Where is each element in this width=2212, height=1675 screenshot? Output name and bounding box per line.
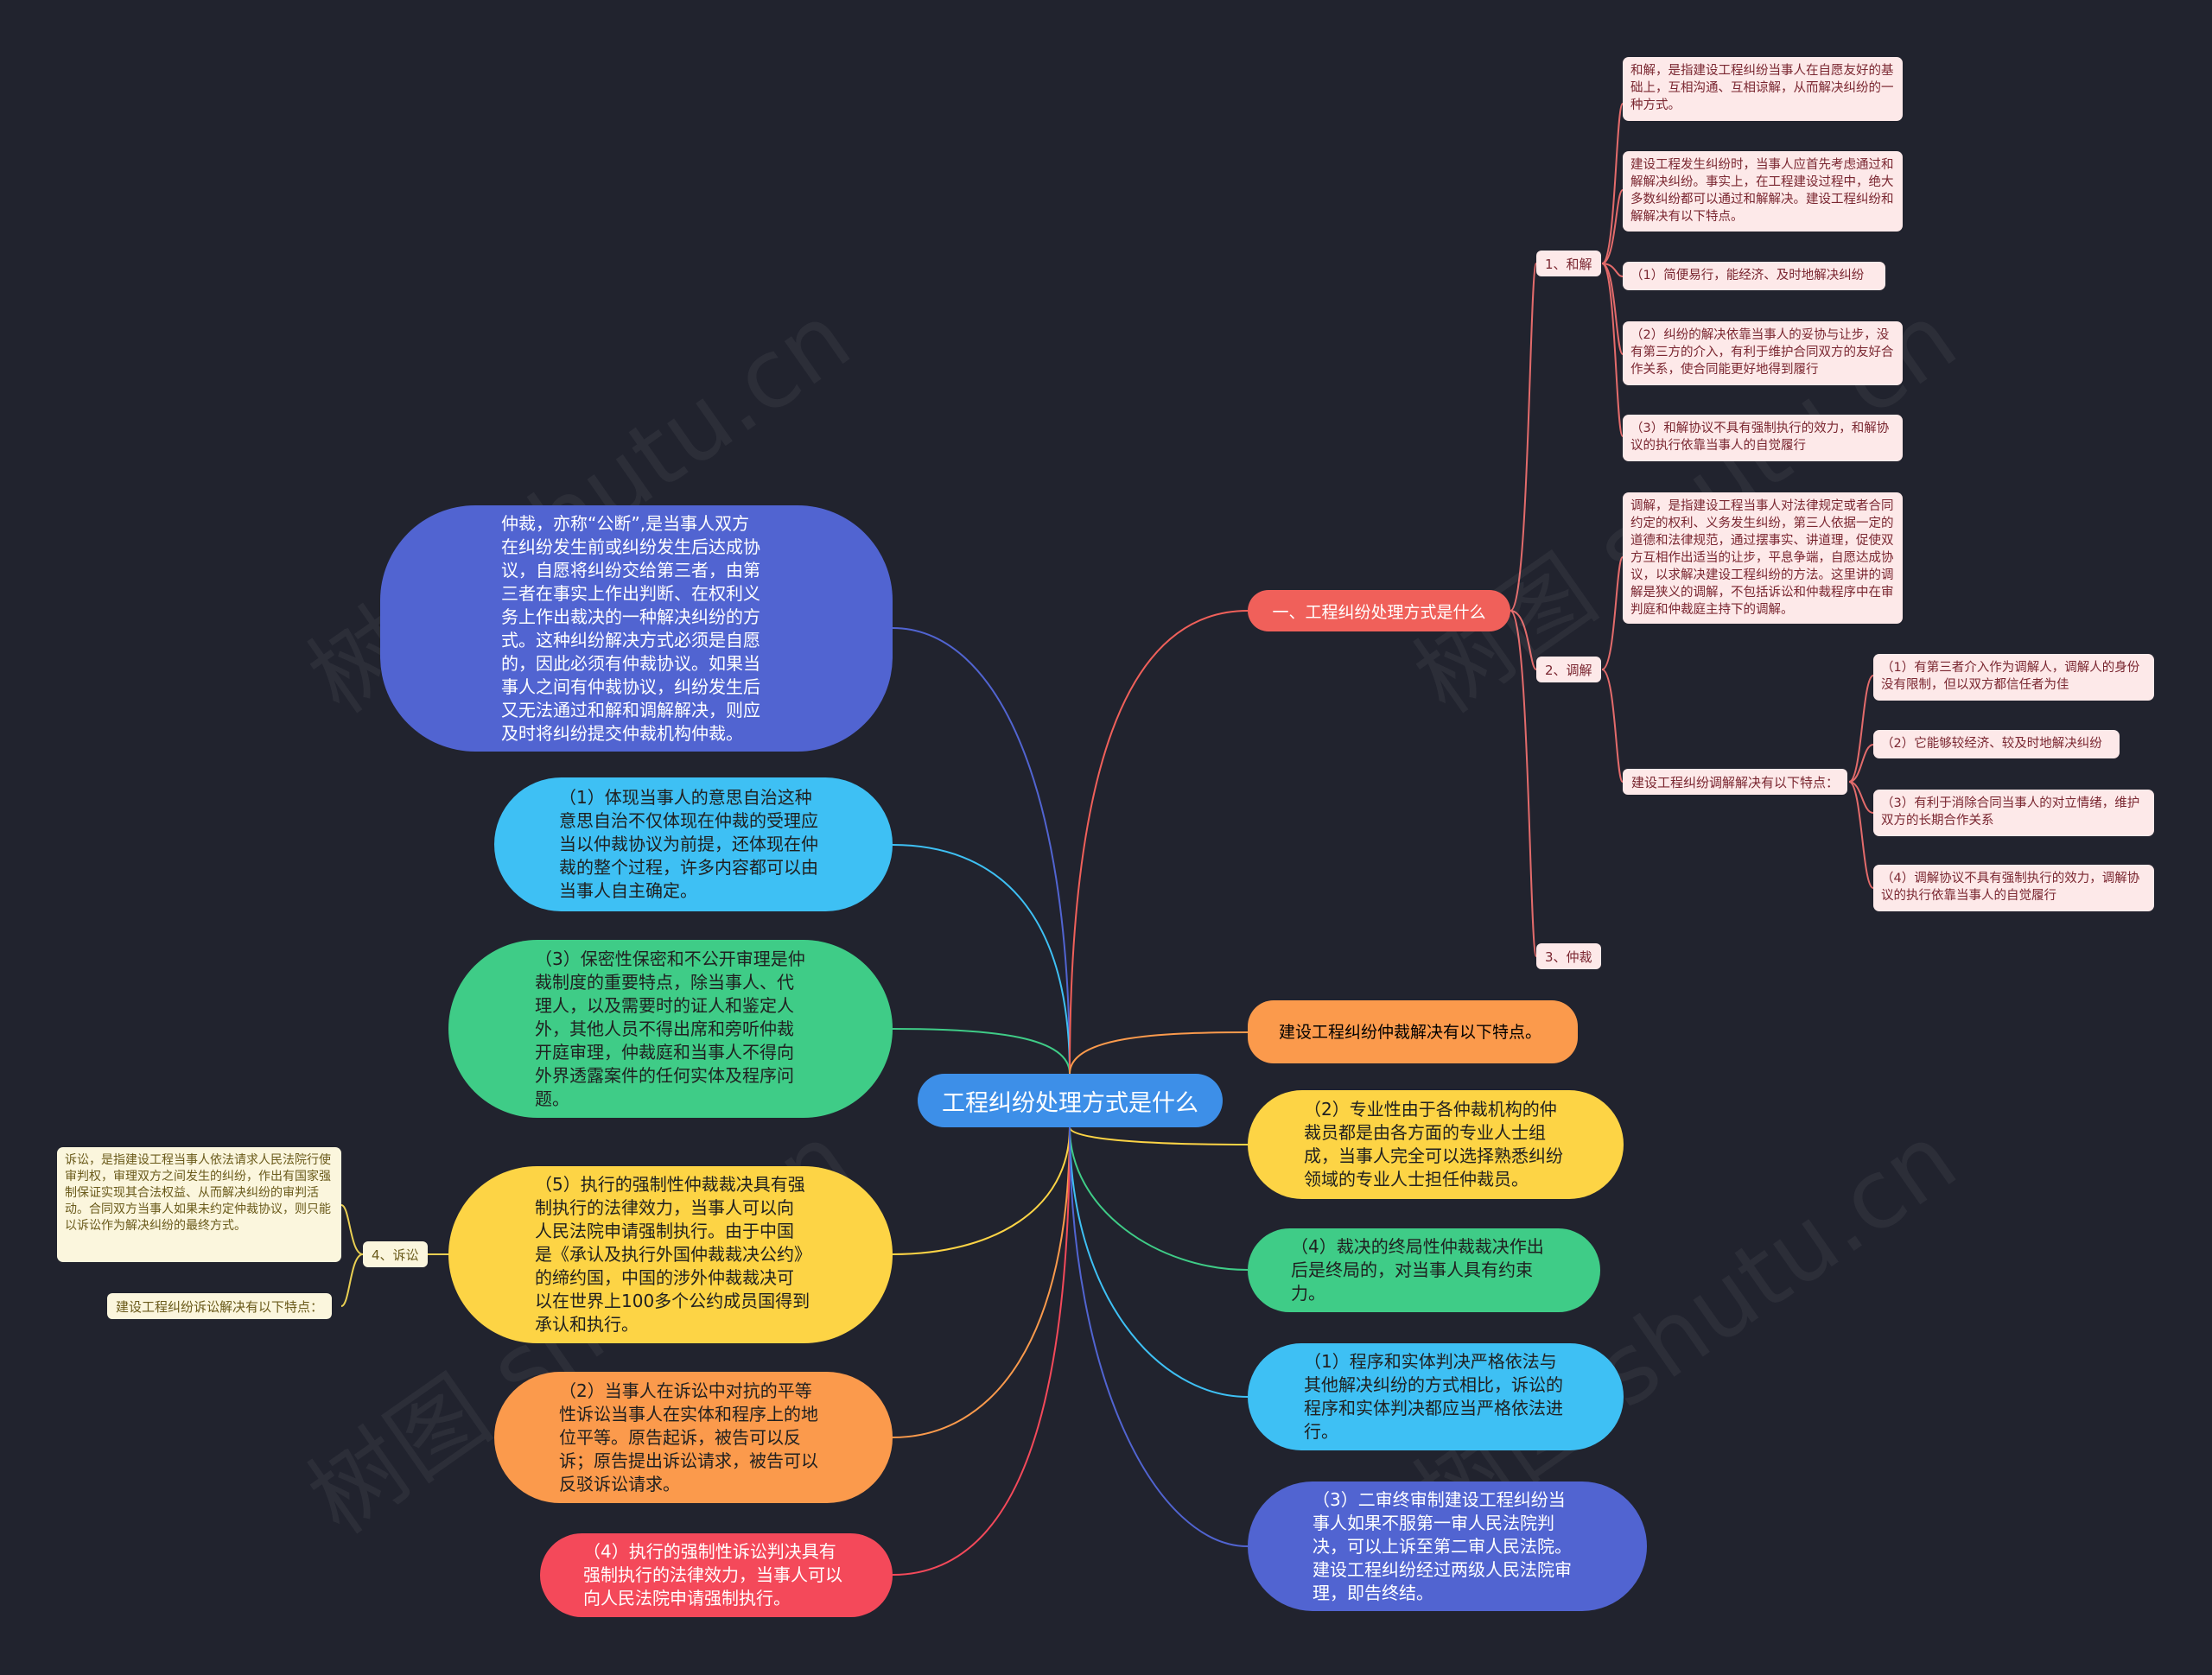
- link-branch1: [1069, 610, 1249, 1075]
- node-text: （4）执行的强制性诉讼判决具有强制执行的法律效力，当事人可以向人民法院申请强制执…: [583, 1541, 842, 1608]
- link-arbitration-def: [892, 627, 1071, 1075]
- node-text: 仲裁，亦称“公断”,是当事人双方在纠纷发生前或纠纷发生后达成协议，自愿将纠纷交给…: [501, 512, 760, 744]
- link-autonomy: [892, 844, 1071, 1075]
- node-conciliation-definition[interactable]: 和解，是指建设工程纠纷当事人在自愿友好的基础上，互相沟通、互相谅解，从而解决纠纷…: [1623, 57, 1903, 121]
- node-text: （5）执行的强制性仲裁裁决具有强制执行的法律效力，当事人可以向人民法院申请强制执…: [535, 1174, 810, 1335]
- node-mediation-feature-2[interactable]: （2）它能够较经济、较及时地解决纠纷: [1873, 730, 2120, 758]
- link-equality: [892, 1126, 1071, 1438]
- link-enforce-arb: [892, 1126, 1071, 1255]
- node-mediation-label[interactable]: 2、调解: [1536, 657, 1601, 682]
- node-litigation-features-label[interactable]: 建设工程纠纷诉讼解决有以下特点：: [107, 1293, 333, 1319]
- node-section-one[interactable]: 一、工程纠纷处理方式是什么: [1248, 590, 1510, 631]
- node-text: （3）保密性保密和不公开审理是仲裁制度的重要特点，除当事人、代理人，以及需要时的…: [535, 948, 805, 1109]
- link-professional: [1069, 1126, 1249, 1145]
- node-text: （4）裁决的终局性仲裁裁决作出后是终局的，对当事人具有约束力。: [1291, 1236, 1544, 1304]
- node-finality[interactable]: （4）裁决的终局性仲裁裁决作出后是终局的，对当事人具有约束力。: [1248, 1228, 1600, 1312]
- link-procedure: [1069, 1126, 1249, 1398]
- node-two-instance[interactable]: （3）二审终审制建设工程纠纷当事人如果不服第一审人民法院判决，可以上诉至第二审人…: [1248, 1481, 1647, 1611]
- node-arbitration-features[interactable]: 建设工程纠纷仲裁解决有以下特点。: [1248, 1000, 1578, 1063]
- node-text: 建设工程纠纷仲裁解决有以下特点。: [1279, 1022, 1542, 1042]
- node-conciliation-feature-2[interactable]: （2）纠纷的解决依靠当事人的妥协与让步，没有第三方的介入，有利于维护合同双方的友…: [1623, 321, 1903, 385]
- node-mediation-feature-1[interactable]: （1）有第三者介入作为调解人，调解人的身份没有限制，但以双方都信任者为佳: [1873, 654, 2154, 701]
- node-arbitration-label[interactable]: 3、仲裁: [1536, 943, 1601, 969]
- link-two-instance: [1069, 1126, 1249, 1547]
- link-confidential: [892, 1028, 1071, 1075]
- node-text: （3）二审终审制建设工程纠纷当事人如果不服第一审人民法院判决，可以上诉至第二审人…: [1313, 1488, 1572, 1603]
- node-confidentiality[interactable]: （3）保密性保密和不公开审理是仲裁制度的重要特点，除当事人、代理人，以及需要时的…: [448, 940, 893, 1118]
- node-conciliation-feature-3[interactable]: （3）和解协议不具有强制执行的效力，和解协议的执行依靠当事人的自觉履行: [1623, 415, 1903, 461]
- node-enforceability-arbitration[interactable]: （5）执行的强制性仲裁裁决具有强制执行的法律效力，当事人可以向人民法院申请强制执…: [448, 1166, 893, 1343]
- node-mediation-definition[interactable]: 调解，是指建设工程当事人对法律规定或者合同约定的权利、义务发生纠纷，第三人依据一…: [1623, 492, 1903, 624]
- node-litigation-definition[interactable]: 诉讼，是指建设工程当事人依法请求人民法院行使审判权，审理双方之间发生的纠纷，作出…: [57, 1147, 341, 1262]
- link-arb-features: [1069, 1031, 1249, 1075]
- node-conciliation-intro[interactable]: 建设工程发生纠纷时，当事人应首先考虑通过和解解决纠纷。事实上，在工程建设过程中，…: [1623, 151, 1903, 232]
- link-enforce-lit: [892, 1126, 1071, 1576]
- node-text: （2）当事人在诉讼中对抗的平等性诉讼当事人在实体和程序上的地位平等。原告起诉，被…: [559, 1380, 818, 1494]
- node-text: （1）体现当事人的意思自治这种意思自治不仅体现在仲裁的受理应当以仲裁协议为前提，…: [559, 787, 818, 901]
- node-professionalism[interactable]: （2）专业性由于各仲裁机构的仲裁员都是由各方面的专业人士组成，当事人完全可以选择…: [1248, 1090, 1624, 1199]
- node-mediation-feature-4[interactable]: （4）调解协议不具有强制执行的效力，调解协议的执行依靠当事人的自觉履行: [1873, 865, 2154, 911]
- central-topic[interactable]: 工程纠纷处理方式是什么: [918, 1074, 1223, 1127]
- node-conciliation-label[interactable]: 1、和解: [1536, 251, 1601, 276]
- node-mediation-features-label[interactable]: 建设工程纠纷调解解决有以下特点：: [1623, 769, 1848, 795]
- node-mediation-feature-3[interactable]: （3）有利于消除合同当事人的对立情绪，维护双方的长期合作关系: [1873, 790, 2154, 836]
- node-autonomy[interactable]: （1）体现当事人的意思自治这种意思自治不仅体现在仲裁的受理应当以仲裁协议为前提，…: [494, 777, 893, 911]
- node-enforceability-litigation[interactable]: （4）执行的强制性诉讼判决具有强制执行的法律效力，当事人可以向人民法院申请强制执…: [540, 1533, 893, 1617]
- node-conciliation-feature-1[interactable]: （1）简便易行，能经济、及时地解决纠纷: [1623, 262, 1885, 290]
- node-arbitration-definition[interactable]: 仲裁，亦称“公断”,是当事人双方在纠纷发生前或纠纷发生后达成协议，自愿将纠纷交给…: [380, 505, 893, 752]
- node-litigation-label[interactable]: 4、诉讼: [363, 1241, 428, 1267]
- node-litigation-equality[interactable]: （2）当事人在诉讼中对抗的平等性诉讼当事人在实体和程序上的地位平等。原告起诉，被…: [494, 1372, 893, 1503]
- node-text: （2）专业性由于各仲裁机构的仲裁员都是由各方面的专业人士组成，当事人完全可以选择…: [1304, 1099, 1563, 1190]
- node-text: （1）程序和实体判决严格依法与其他解决纠纷的方式相比，诉讼的程序和实体判决都应当…: [1304, 1351, 1563, 1442]
- link-final: [1069, 1126, 1249, 1271]
- node-procedure-law[interactable]: （1）程序和实体判决严格依法与其他解决纠纷的方式相比，诉讼的程序和实体判决都应当…: [1248, 1343, 1624, 1450]
